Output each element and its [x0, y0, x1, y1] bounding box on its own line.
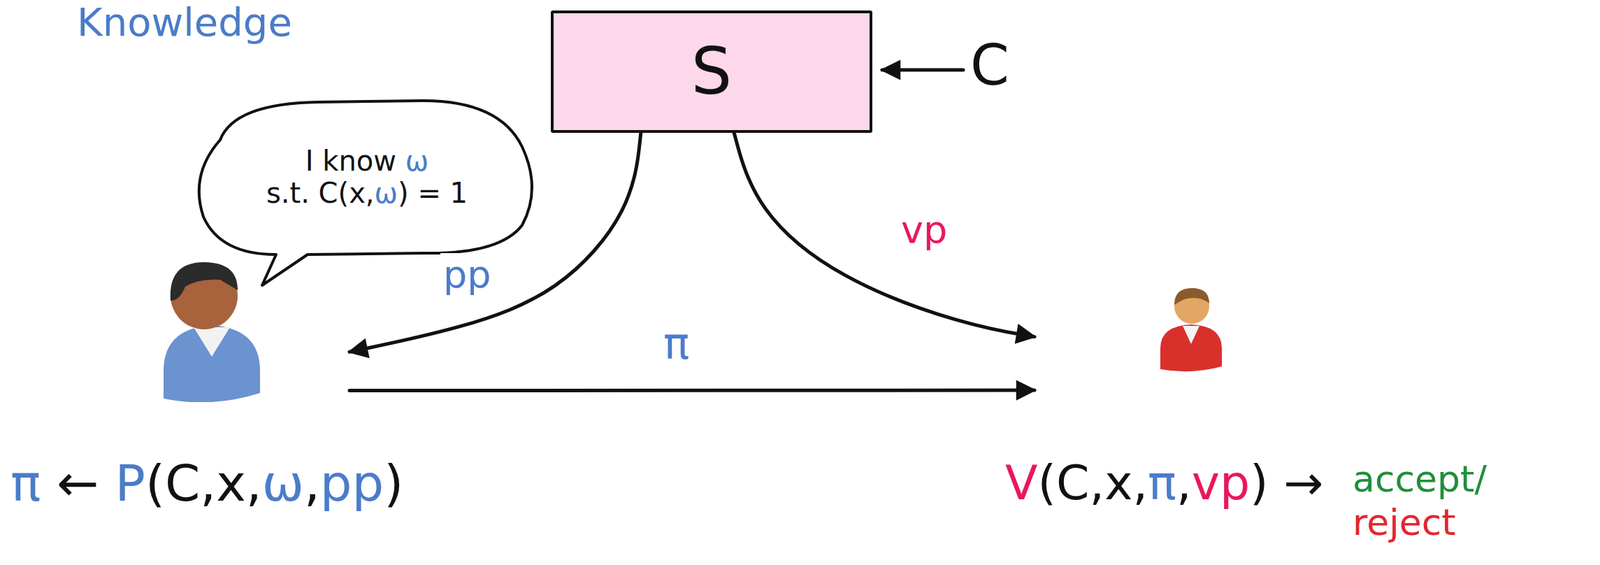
glyph: p — [1437, 457, 1461, 500]
prover-hair — [170, 262, 238, 301]
glyph: ω — [405, 144, 430, 177]
glyph: e — [1414, 457, 1438, 500]
glyph — [441, 176, 451, 209]
glyph — [309, 176, 319, 209]
glyph: I — [305, 144, 314, 177]
glyph: . — [300, 176, 310, 209]
glyph: ( — [338, 176, 350, 209]
prover-face — [170, 262, 238, 330]
glyph: e — [1399, 501, 1422, 544]
verifier-icon — [1034, 279, 1238, 399]
glyph: ← — [56, 453, 99, 513]
prover-formula: π ← P(C,x,ω,pp) — [10, 452, 404, 514]
edge-label: π — [660, 318, 693, 369]
glyph: , — [365, 176, 375, 209]
glyph: → — [1283, 455, 1324, 511]
glyph: , — [1089, 455, 1106, 511]
verifier-collar — [1182, 325, 1200, 344]
glyph: a — [1352, 457, 1375, 500]
connector-arrow — [349, 388, 1035, 393]
glyph: p — [1219, 455, 1250, 511]
glyph: . — [280, 176, 291, 209]
prover-icon — [157, 258, 350, 402]
input-arrow — [882, 68, 964, 72]
verifier-face — [1174, 288, 1210, 324]
claim-text: I know ω s.t. C(x,ω) = 1 — [266, 144, 468, 209]
glyph: e — [1366, 501, 1389, 544]
verifier-formula: V(C,x,π,vp) → — [1005, 454, 1324, 512]
glyph: , — [199, 453, 216, 513]
glyph — [408, 176, 418, 209]
glyph: P — [114, 453, 145, 513]
glyph: / — [1474, 457, 1487, 500]
glyph: , — [1176, 455, 1192, 511]
glyph: v — [1191, 455, 1220, 511]
glyph: j — [1388, 501, 1399, 544]
glyph: ) — [397, 176, 409, 209]
glyph: ( — [145, 453, 165, 513]
circuit-label: C — [970, 33, 1010, 98]
glyph: 1 — [450, 176, 468, 209]
glyph: o — [356, 144, 374, 177]
glyph: π — [1147, 455, 1177, 511]
glyph: = — [417, 176, 442, 209]
glyph: C — [318, 176, 339, 209]
verifier-body — [1160, 324, 1222, 372]
glyph: ω — [262, 453, 305, 513]
glyph: c — [1374, 457, 1396, 500]
glyph — [99, 453, 116, 513]
speech-bubble: I know ω s.t. C(x,ω) = 1 — [192, 97, 542, 256]
glyph: c — [1421, 501, 1443, 544]
glyph: s — [266, 176, 281, 209]
verifier-figure: V(C,x,π,vp) →accept/ reject — [1034, 279, 1238, 399]
glyph: x — [1104, 455, 1133, 511]
glyph: t — [289, 176, 301, 209]
glyph: x — [348, 176, 366, 209]
glyph: V — [1005, 455, 1039, 511]
setup-box: S — [550, 10, 873, 133]
prover-figure: π ← P(C,x,ω,pp) — [157, 258, 350, 402]
prover-body — [163, 325, 261, 402]
glyph: t — [1460, 457, 1475, 500]
glyph: c — [1394, 457, 1415, 500]
glyph: C — [164, 453, 200, 513]
glyph: t — [1441, 501, 1456, 544]
glyph: , — [1132, 455, 1148, 511]
title-fragment: Knowledge — [76, 0, 293, 45]
glyph: p — [320, 453, 353, 513]
verifier-hair — [1174, 287, 1210, 305]
prover-collar — [193, 327, 230, 357]
glyph — [40, 453, 57, 513]
glyph: n — [338, 144, 356, 177]
setup-name: S — [691, 34, 732, 110]
glyph: , — [304, 453, 321, 513]
glyph: ( — [1038, 455, 1057, 511]
glyph: , — [246, 453, 263, 513]
glyph — [396, 144, 406, 177]
glyph: C — [1056, 455, 1090, 511]
edge-label: pp — [440, 253, 495, 297]
glyph: ω — [374, 176, 399, 209]
glyph — [313, 144, 323, 177]
glyph: r — [1352, 501, 1367, 544]
glyph: ) — [1249, 455, 1269, 511]
glyph: p — [352, 453, 385, 513]
glyph: w — [373, 144, 397, 177]
glyph: ) — [383, 453, 404, 513]
glyph: S — [691, 34, 732, 110]
glyph: k — [322, 144, 339, 177]
connector-arrow — [733, 132, 1035, 337]
verdict-text: accept/ reject — [1352, 457, 1487, 545]
glyph: π — [10, 453, 41, 513]
glyph — [1268, 455, 1285, 511]
glyph: x — [215, 453, 247, 513]
edge-label: vp — [898, 208, 950, 252]
